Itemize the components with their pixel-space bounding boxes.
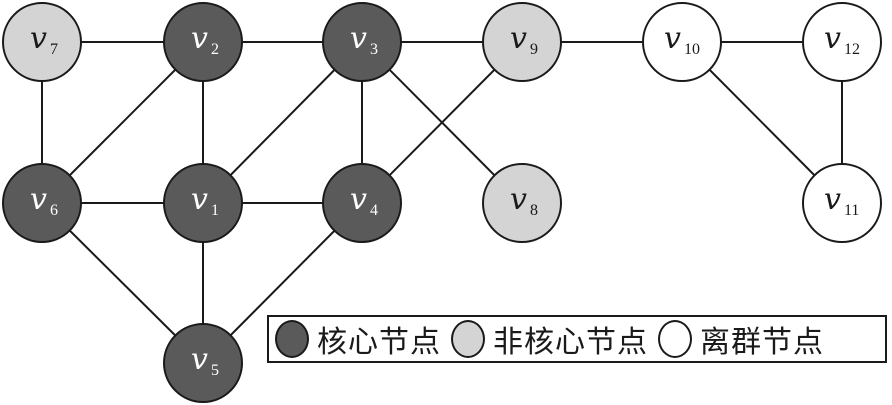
node-circle-v5 xyxy=(163,323,243,403)
node-subscript-v2: 2 xyxy=(211,41,219,58)
node-circle-v2 xyxy=(163,2,243,82)
node-subscript-v6: 6 xyxy=(50,202,58,219)
legend-item-core: 核心节点 xyxy=(275,317,445,361)
non-core-node-swatch-icon xyxy=(451,320,485,358)
node-subscript-v10: 10 xyxy=(684,41,700,58)
legend-label-outlier: 离群节点 xyxy=(700,325,824,360)
node-subscript-v9: 9 xyxy=(530,41,538,58)
legend: 核心节点 非核心节点 离群节点 xyxy=(267,315,887,363)
node-subscript-v11: 11 xyxy=(844,202,859,219)
node-circle-v11 xyxy=(802,163,882,243)
node-subscript-v3: 3 xyxy=(370,41,378,58)
node-circle-v10 xyxy=(642,2,722,82)
node-subscript-v5: 5 xyxy=(211,362,219,379)
node-subscript-v1: 1 xyxy=(211,202,219,219)
node-circle-v4 xyxy=(322,163,402,243)
node-circle-v9 xyxy=(482,2,562,82)
node-circle-v8 xyxy=(482,163,562,243)
node-subscript-v12: 12 xyxy=(844,41,860,58)
legend-label-core: 核心节点 xyxy=(317,325,441,360)
node-circle-v7 xyxy=(2,2,82,82)
legend-label-non-core: 非核心节点 xyxy=(493,325,648,360)
node-circle-v3 xyxy=(322,2,402,82)
node-circle-v6 xyxy=(2,163,82,243)
legend-item-non-core: 非核心节点 xyxy=(451,317,652,361)
node-circle-v1 xyxy=(163,163,243,243)
legend-item-outlier: 离群节点 xyxy=(658,317,828,361)
node-circle-v12 xyxy=(802,2,882,82)
outlier-node-swatch-icon xyxy=(658,320,692,358)
node-subscript-v7: 7 xyxy=(50,41,58,58)
core-node-swatch-icon xyxy=(275,320,309,358)
node-subscript-v4: 4 xyxy=(370,202,378,219)
node-subscript-v8: 8 xyxy=(530,202,538,219)
